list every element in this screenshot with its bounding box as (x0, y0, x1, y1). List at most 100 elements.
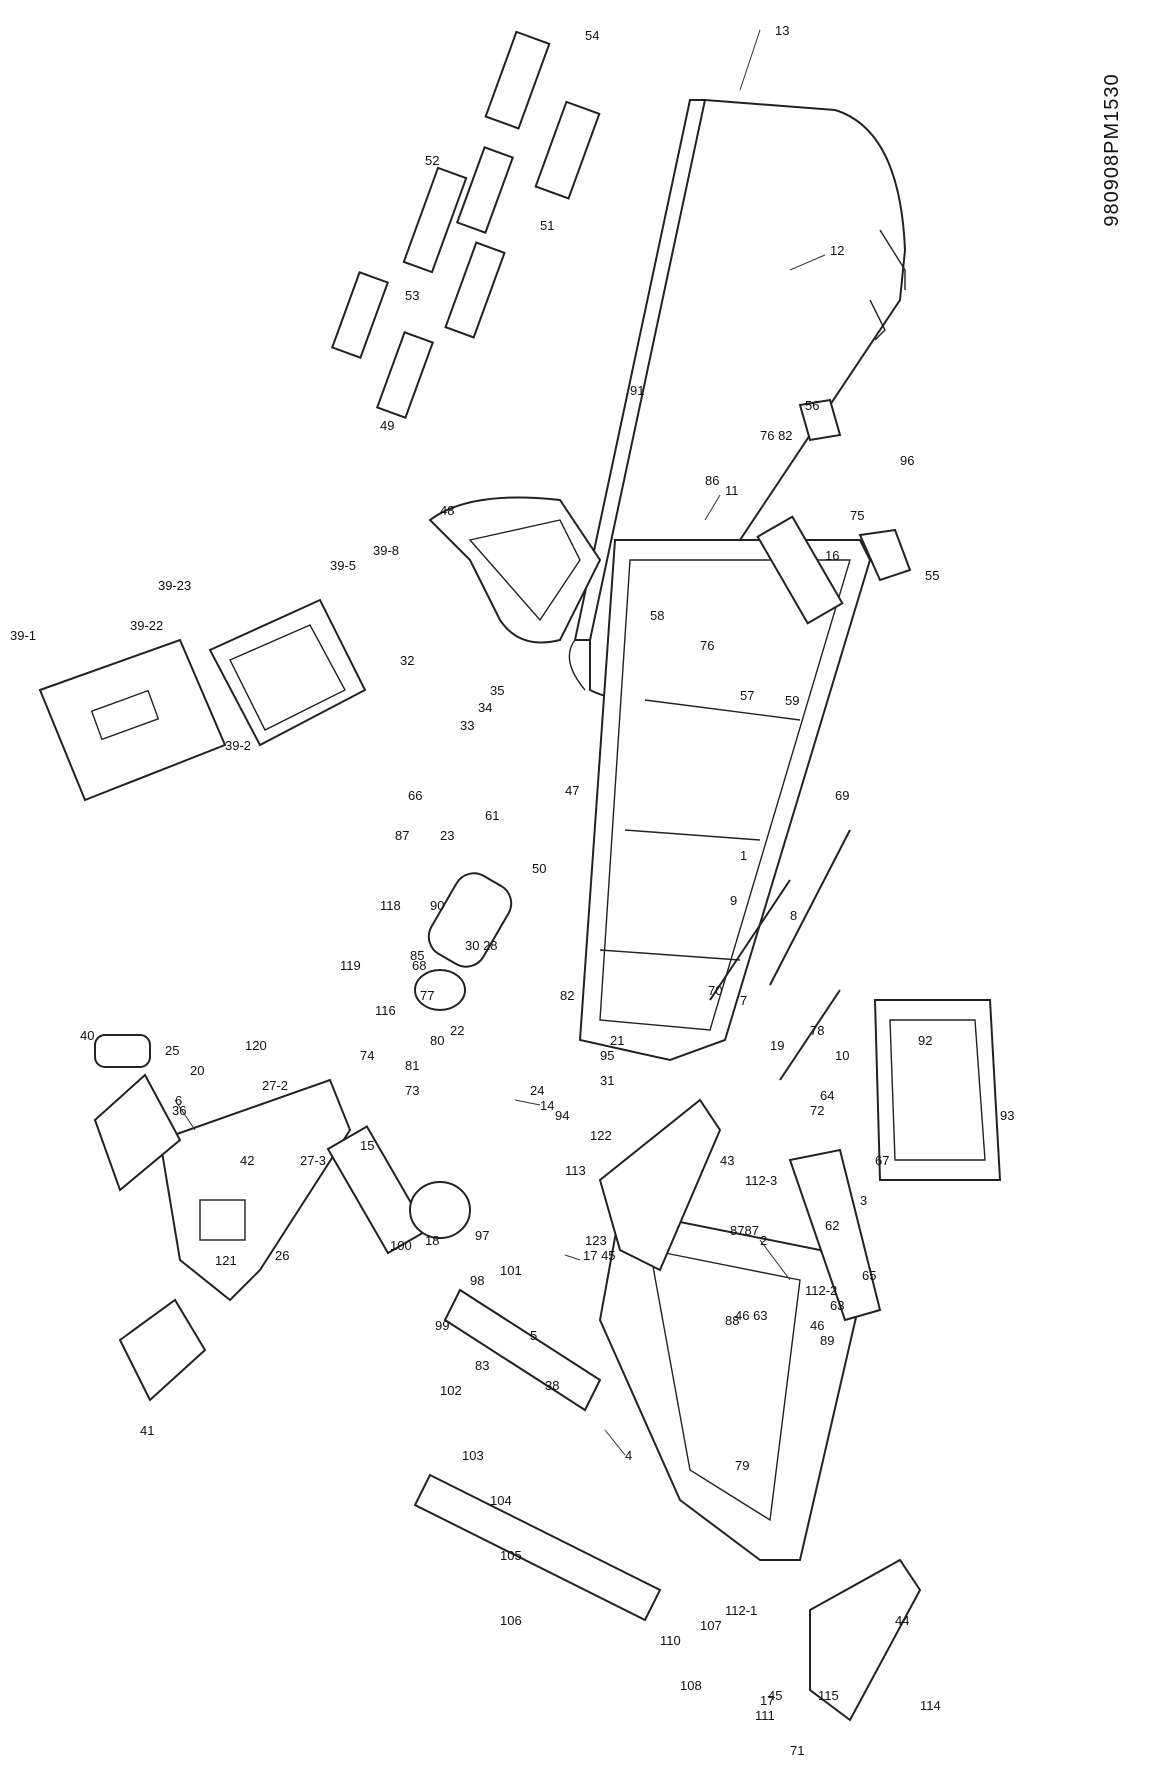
part-label: 31 (600, 1073, 614, 1088)
part-label: 63 (830, 1298, 844, 1313)
part-label: 14 (540, 1098, 554, 1113)
part-label: 107 (700, 1618, 722, 1633)
part-label: 93 (1000, 1108, 1014, 1123)
part-label: 39-8 (373, 543, 399, 558)
part-label: 90 (430, 898, 444, 913)
part-label: 62 (825, 1218, 839, 1233)
frame (578, 539, 872, 1062)
part-label: 65 (862, 1268, 876, 1283)
part-label: 74 (360, 1048, 374, 1063)
part-label: 95 (600, 1048, 614, 1063)
part-label: 82 (560, 988, 574, 1003)
part-label: 39-22 (130, 618, 163, 633)
part-label: 114 (920, 1698, 941, 1713)
part-label: 33 (460, 718, 474, 733)
part-label: 27-2 (262, 1078, 288, 1093)
part-label: 80 (430, 1033, 444, 1048)
part-label: 76 82 (760, 428, 793, 443)
part-label: 104 (490, 1493, 512, 1508)
part-label: 108 (680, 1678, 702, 1693)
part-label: 113 (565, 1163, 586, 1178)
part-label: 79 (735, 1458, 749, 1473)
part-label: 64 (820, 1088, 834, 1103)
part-label: 39-1 (10, 628, 36, 643)
part-label: 18 (425, 1233, 439, 1248)
part-label: 34 (478, 700, 492, 715)
part-label: 16 (825, 548, 839, 563)
part-label: 1 (740, 848, 747, 863)
part-label: 40 (80, 1028, 94, 1043)
drive-motor (414, 872, 513, 1011)
part-label: 55 (925, 568, 939, 583)
part-label: 52 (425, 153, 439, 168)
side-covers (598, 1098, 922, 1722)
part-label: 118 (380, 898, 401, 913)
part-label: 120 (245, 1038, 267, 1053)
part-label: 46 63 (735, 1308, 768, 1323)
part-label: 119 (340, 958, 361, 973)
part-label: 45 (768, 1688, 782, 1703)
part-label: 121 (215, 1253, 237, 1268)
part-label: 15 (360, 1138, 374, 1153)
part-label: 68 (412, 958, 426, 973)
part-label: 43 (720, 1153, 734, 1168)
part-label: 39-2 (225, 738, 251, 753)
part-label: 8787 (730, 1223, 759, 1238)
part-label: 112-2 (805, 1283, 837, 1298)
part-label: 23 (440, 828, 454, 843)
handle-rails (413, 1288, 662, 1622)
part-label: 81 (405, 1058, 419, 1073)
part-label: 106 (500, 1613, 522, 1628)
console-housing (208, 598, 367, 747)
part-label: 22 (450, 1023, 464, 1038)
part-label: 111 (755, 1708, 775, 1723)
part-label: 77 (420, 988, 434, 1003)
part-label: 99 (435, 1318, 449, 1333)
part-label: 91 (630, 383, 644, 398)
part-label: 115 (818, 1688, 839, 1703)
part-label: 19 (770, 1038, 784, 1053)
part-labels: 1 2 3 4 5 6 7 8 9 10 11 12 13 14 15 16 1… (10, 23, 1014, 1758)
part-label: 38 (545, 1378, 559, 1393)
part-label: 27-3 (300, 1153, 326, 1168)
part-label: 56 (805, 398, 819, 413)
part-label: 13 (775, 23, 789, 38)
rear-end-caps (798, 398, 912, 582)
part-label: 61 (485, 808, 499, 823)
part-label: 75 (850, 508, 864, 523)
part-label: 10 (835, 1048, 849, 1063)
part-label: 101 (500, 1263, 522, 1278)
part-label: 112-1 (725, 1603, 757, 1618)
part-label: 6 (175, 1093, 182, 1108)
part-label: 59 (785, 693, 799, 708)
motor-hood (428, 496, 602, 644)
part-label: 58 (650, 608, 664, 623)
part-label: 20 (190, 1063, 204, 1078)
part-label: 11 (725, 483, 739, 498)
part-label: 96 (900, 453, 914, 468)
part-label: 89 (820, 1333, 834, 1348)
part-label: 4 (625, 1448, 632, 1463)
handle-caps (93, 1034, 207, 1402)
part-label: 86 (705, 473, 719, 488)
part-label: 103 (462, 1448, 484, 1463)
part-label: 100 (390, 1238, 412, 1253)
part-label: 36 (172, 1103, 186, 1118)
base-frame (873, 999, 1002, 1181)
part-label: 92 (918, 1033, 932, 1048)
console (38, 638, 227, 802)
part-label: 49 (380, 418, 394, 433)
part-label: 102 (440, 1383, 462, 1398)
part-label: 122 (590, 1128, 612, 1143)
part-label: 50 (532, 861, 546, 876)
part-label: 44 (895, 1613, 909, 1628)
part-label: 71 (790, 1743, 804, 1758)
part-label: 83 (475, 1358, 489, 1373)
allen-wrenches (869, 229, 906, 341)
part-label: 2 (760, 1233, 767, 1248)
part-label: 105 (500, 1548, 522, 1563)
part-label: 57 (740, 688, 754, 703)
part-label: 12 (830, 243, 844, 258)
part-label: 5 (530, 1328, 537, 1343)
part-label: 24 (530, 1083, 544, 1098)
